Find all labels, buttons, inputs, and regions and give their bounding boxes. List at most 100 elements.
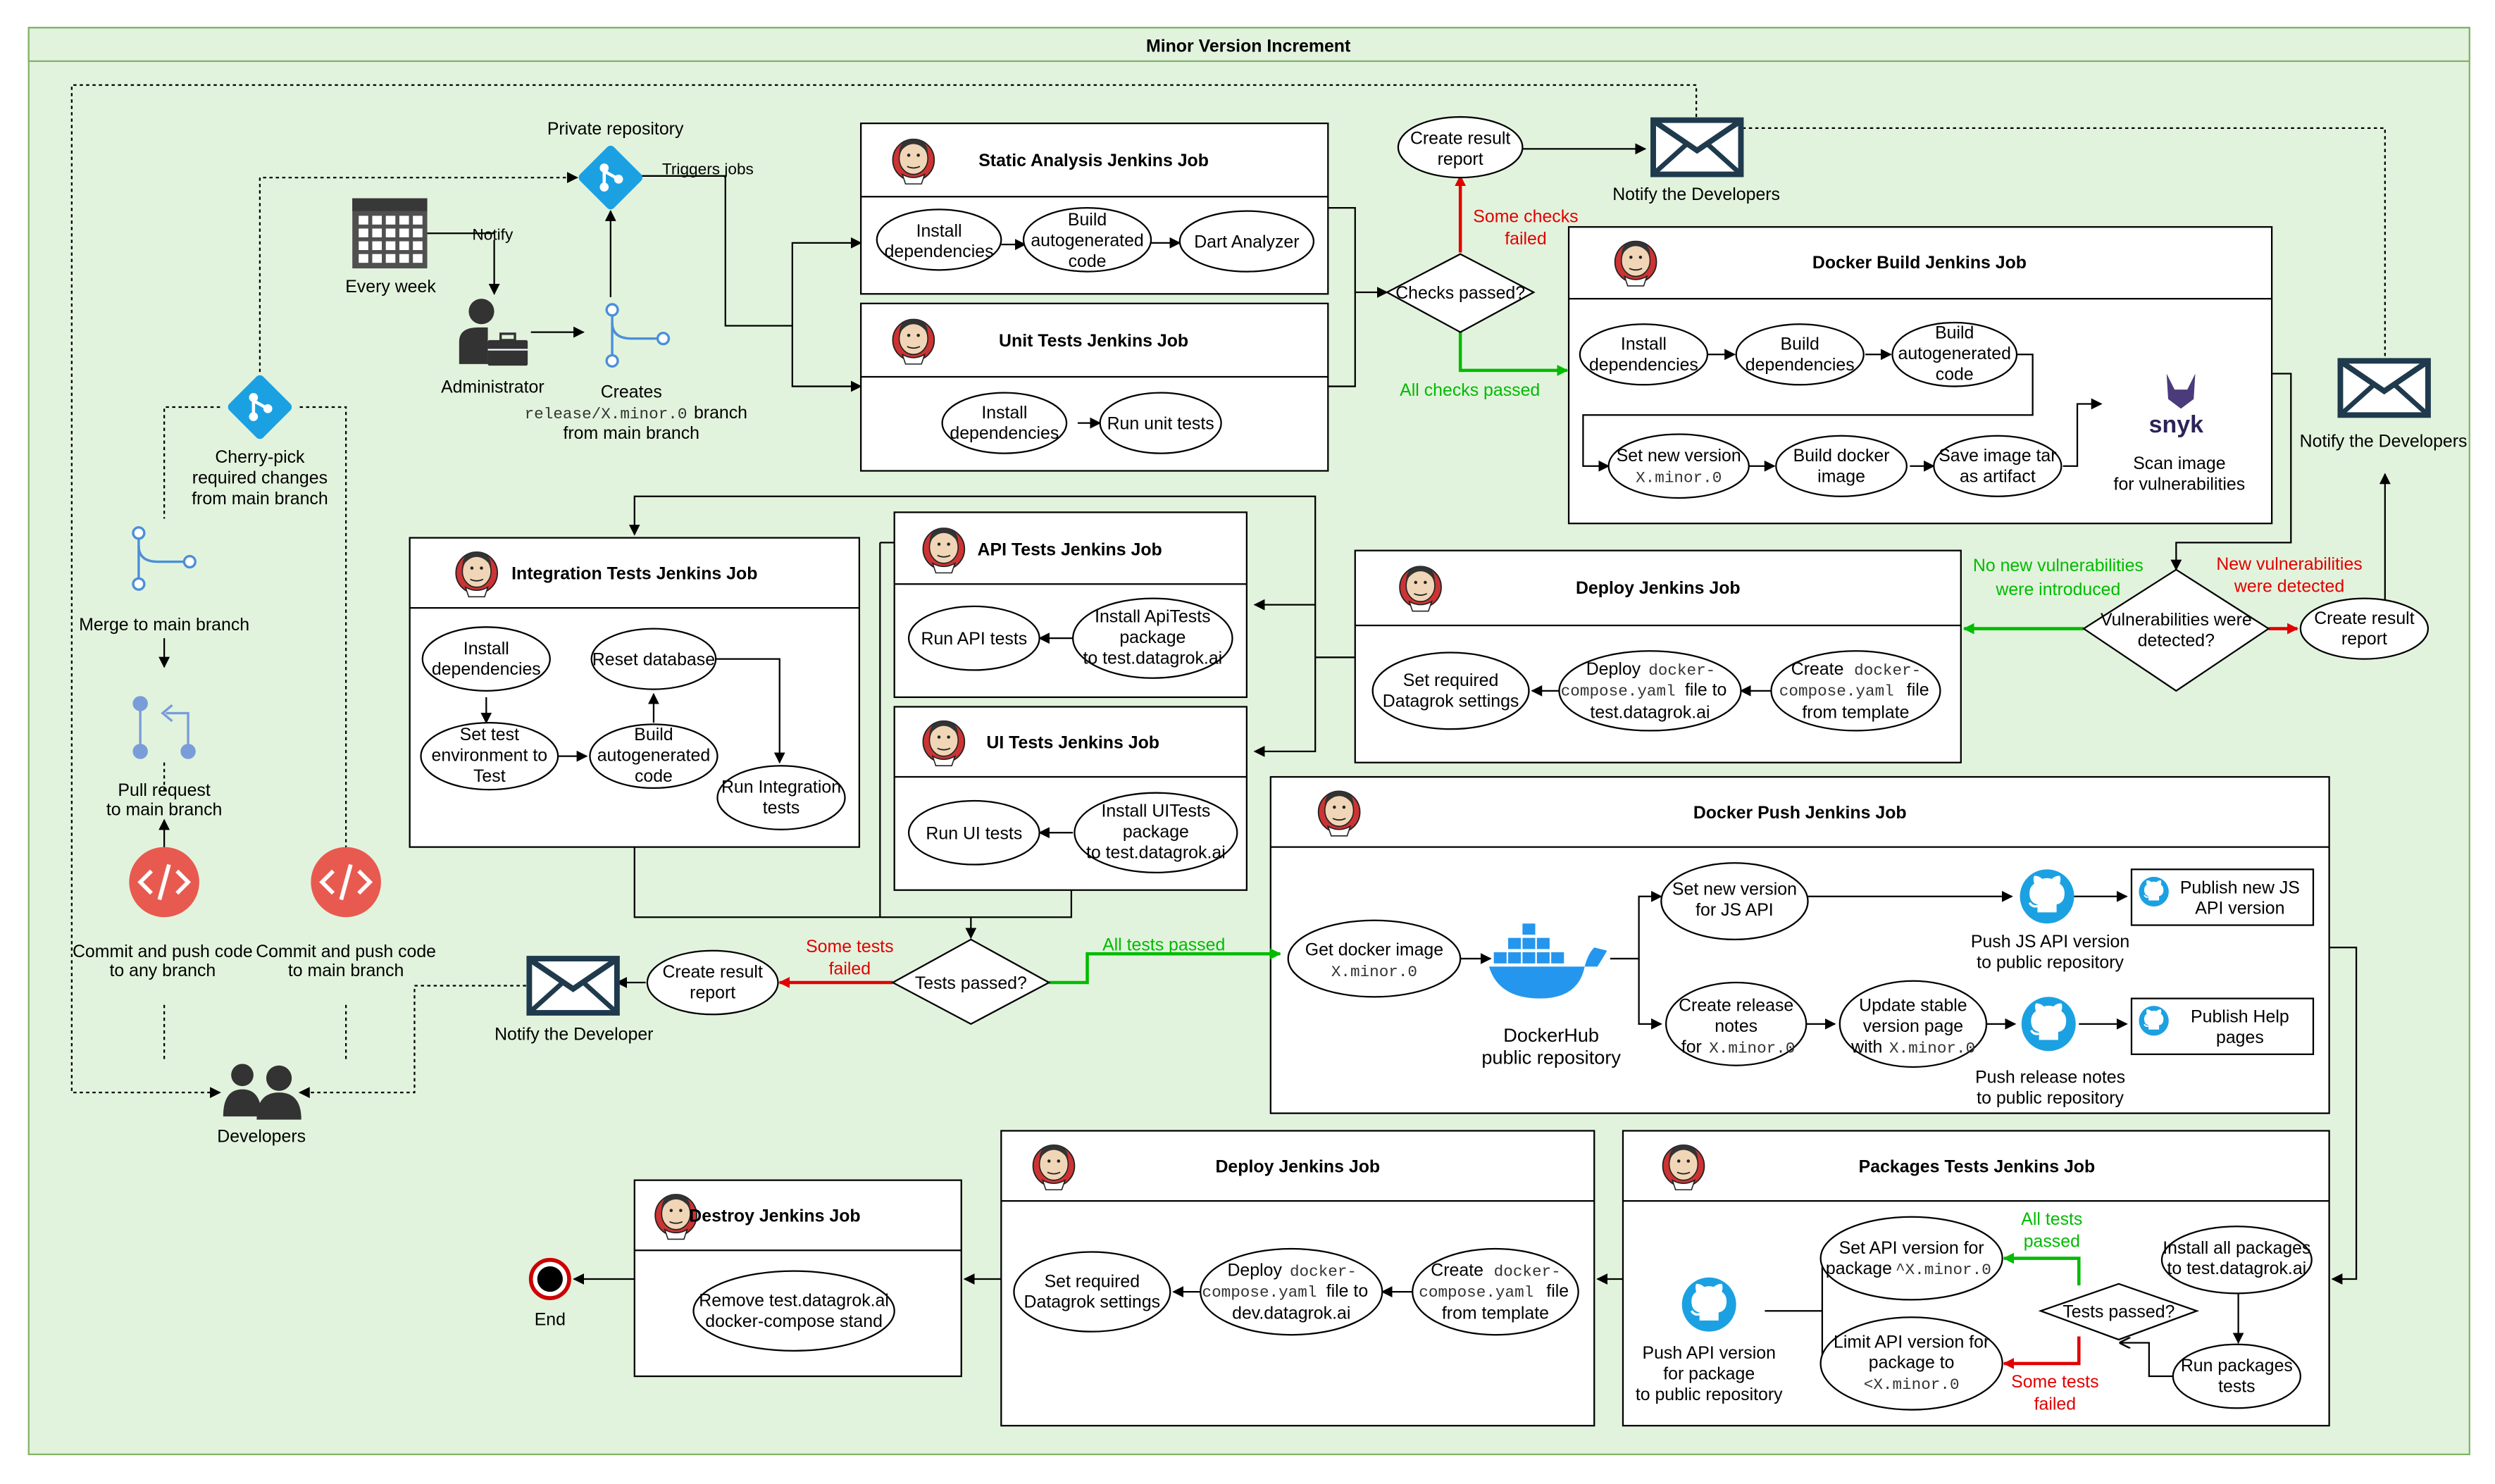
node-text: Set required bbox=[1403, 671, 1499, 690]
github-icon bbox=[2020, 995, 2077, 1053]
node-text: image bbox=[1817, 466, 1865, 486]
node-text: Get docker image bbox=[1305, 940, 1443, 960]
node-text: Create release bbox=[1679, 996, 1793, 1016]
commit-main-branch: Commit and push code to main branch bbox=[256, 847, 436, 980]
node-text: Run unit tests bbox=[1107, 414, 1214, 434]
db-build-deps-node: Build dependencies bbox=[1735, 323, 1865, 386]
db-set-version-node: Set new version X.minor.0 bbox=[1607, 433, 1750, 499]
node-text: DockerHub bbox=[1503, 1024, 1599, 1046]
node-text: Install ApiTests bbox=[1095, 607, 1211, 627]
cherry-pick: Cherry-pick required changes from main b… bbox=[192, 373, 328, 509]
node-text: for bbox=[1681, 1037, 1702, 1057]
node-text: version page bbox=[1863, 1016, 1963, 1036]
calendar-cell bbox=[372, 228, 382, 237]
vuln-report-node: Create result report bbox=[2299, 597, 2429, 660]
pk-decision: Tests passed? bbox=[2038, 1283, 2200, 1341]
calendar-cell bbox=[385, 241, 396, 251]
calendar-cell bbox=[385, 216, 396, 225]
envelope-icon bbox=[529, 959, 616, 1013]
some-tests-failed-label: failed bbox=[829, 959, 871, 979]
decision-text: Tests passed? bbox=[2062, 1302, 2174, 1321]
node-text: docker- bbox=[1290, 1262, 1357, 1280]
pk-all-passed-label: passed bbox=[2024, 1232, 2080, 1252]
dp-release-notes-node: Create release notes for X.minor.0 bbox=[1665, 981, 1808, 1066]
calendar-cell bbox=[359, 228, 368, 237]
administrator-icon bbox=[459, 299, 528, 366]
branch-label: branch bbox=[694, 403, 747, 423]
node-text: Run API tests bbox=[921, 629, 1027, 649]
node-text: Run Integration bbox=[721, 778, 841, 797]
node-text: Push release notes bbox=[1975, 1068, 2125, 1087]
node-text: Create bbox=[1791, 659, 1844, 679]
node-text: file to bbox=[1685, 680, 1726, 700]
db-build-code-node: Build autogenerated code bbox=[1891, 321, 2018, 387]
db-save-tar-node: Save image tar as artifact bbox=[1933, 435, 2062, 497]
tests-report-node: Create result report bbox=[646, 949, 779, 1016]
calendar-cell bbox=[359, 254, 368, 263]
dd-create-node: Create docker- compose.yaml file from te… bbox=[1412, 1247, 1579, 1336]
all-tests-passed-label: All tests passed bbox=[1102, 935, 1225, 955]
pull-request: Pull request to main branch bbox=[106, 696, 222, 819]
dp-push-js: Push JS API version to public repository bbox=[1971, 868, 2129, 973]
node-text: docker- bbox=[1854, 661, 1921, 680]
job-title: Packages Tests Jenkins Job bbox=[1859, 1156, 2096, 1176]
pk-push-api: Push API version for package to public r… bbox=[1636, 1276, 1783, 1404]
checks-envelope: Notify the Developers bbox=[1612, 120, 1780, 204]
node-text: dependencies bbox=[432, 659, 541, 679]
node-text: Publish Help bbox=[2191, 1007, 2289, 1027]
node-text: report bbox=[1438, 149, 1483, 169]
node-text: to public repository bbox=[1977, 1088, 2124, 1108]
node-text: Deploy bbox=[1227, 1260, 1282, 1280]
cherry-pick-label: Cherry-pick bbox=[215, 447, 305, 467]
node-text: Save image tar bbox=[1939, 446, 2056, 466]
node-text: to test.datagrok.ai bbox=[2167, 1259, 2306, 1278]
decision-text: detected? bbox=[2138, 630, 2215, 650]
cherry-pick-label: required changes bbox=[192, 468, 328, 488]
end-node: End bbox=[528, 1257, 571, 1330]
node-text: Set API version for bbox=[1839, 1238, 1984, 1258]
some-tests-failed-label: Some tests bbox=[806, 937, 893, 956]
node-text: Datagrok settings bbox=[1383, 691, 1519, 711]
some-checks-failed-label: Some checks bbox=[1473, 206, 1578, 226]
it-install-node: Install dependencies bbox=[421, 626, 551, 692]
pk-install-all-node: Install all packages to test.datagrok.ai bbox=[2160, 1226, 2313, 1295]
node-text: to test.datagrok.ai bbox=[1086, 842, 1226, 862]
snyk-wordmark: snyk bbox=[2149, 411, 2203, 438]
job-title: Unit Tests Jenkins Job bbox=[999, 331, 1188, 351]
job-title: Docker Push Jenkins Job bbox=[1693, 803, 1907, 823]
code-icon bbox=[311, 847, 381, 918]
it-reset-node: Reset database bbox=[590, 628, 717, 690]
node-text: Update stable bbox=[1859, 996, 1967, 1016]
node-text: Run packages bbox=[2181, 1356, 2293, 1376]
private-repository: Private repository Triggers jobs bbox=[547, 119, 754, 211]
node-text: compose.yaml bbox=[1419, 1283, 1533, 1302]
calendar-cell bbox=[385, 228, 396, 237]
node-text: docker-compose stand bbox=[705, 1311, 883, 1331]
from-main-label: from main branch bbox=[563, 423, 699, 443]
node-text: docker- bbox=[1648, 661, 1715, 680]
dp-update-stable-node: Update stable version page with X.minor.… bbox=[1838, 980, 1988, 1068]
dp-publish-help-node: Publish Help pages bbox=[2130, 997, 2315, 1055]
dp-get-image-node: Get docker image X.minor.0 bbox=[1287, 919, 1462, 998]
node-text: code bbox=[1069, 251, 1107, 271]
pull-request-label: Pull request bbox=[118, 780, 210, 800]
node-text: ^X.minor.0 bbox=[1896, 1261, 1991, 1279]
sa-install-node: Install dependencies bbox=[876, 208, 1002, 271]
node-text: Build bbox=[1781, 335, 1819, 354]
tests-envelope: Notify the Developer bbox=[494, 959, 653, 1044]
node-text: compose.yaml bbox=[1779, 682, 1894, 701]
node-text: Datagrok settings bbox=[1024, 1292, 1161, 1312]
node-text: package bbox=[1123, 822, 1189, 842]
end-label: End bbox=[535, 1310, 566, 1330]
decision-text: Checks passed? bbox=[1395, 283, 1525, 303]
node-text: Install UITests bbox=[1101, 802, 1210, 821]
node-text: autogenerated bbox=[597, 745, 710, 765]
node-text: Create result bbox=[1410, 129, 1510, 149]
node-text: Set test bbox=[460, 725, 519, 744]
dd-settings-node: Set required Datagrok settings bbox=[1013, 1251, 1171, 1333]
node-text: Dart Analyzer bbox=[1194, 232, 1299, 252]
vuln-decision: Vulnerabilities were detected? bbox=[2082, 568, 2270, 692]
calendar-cell bbox=[359, 216, 368, 225]
db-install-node: Install dependencies bbox=[1579, 323, 1709, 386]
calendar-cell bbox=[413, 254, 423, 263]
